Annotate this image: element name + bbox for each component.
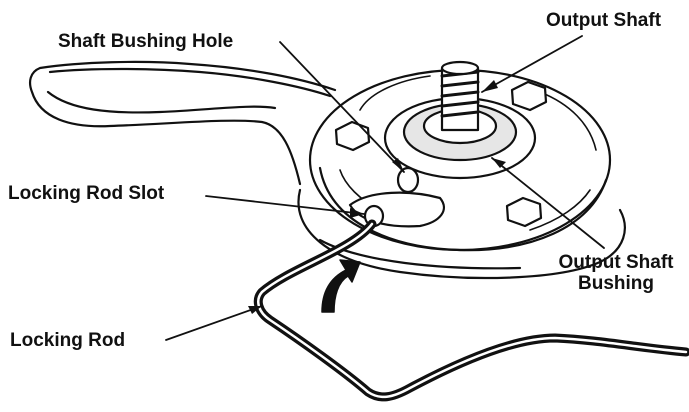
output-shaft (440, 66, 480, 132)
label-locking-rod: Locking Rod (10, 330, 126, 351)
label-output-shaft-bushing-line2: Bushing (578, 273, 654, 294)
leader-lines (165, 35, 605, 341)
housing-ribs (339, 75, 597, 231)
leader-locking-rod-slot (205, 195, 365, 215)
leader-arrowheads (248, 80, 506, 314)
label-output-shaft-bushing: Output Shaft Bushing (543, 252, 689, 294)
leader-output-shaft (481, 35, 583, 93)
drive-arm-rim (48, 67, 332, 98)
leader-locking-rod (165, 305, 263, 341)
bushing-hole (396, 166, 420, 194)
locking-rod-highlight (257, 222, 688, 399)
housing-top-rim (318, 166, 608, 252)
label-output-shaft-bushing-line1: Output Shaft (558, 252, 674, 273)
label-locking-rod-slot: Locking Rod Slot (8, 183, 165, 204)
leader-shaft-bushing-hole (279, 41, 405, 173)
hex-bolts (334, 80, 548, 228)
label-shaft-bushing-hole: Shaft Bushing Hole (58, 31, 234, 52)
leader-output-shaft-bushing (491, 157, 605, 249)
curved-arrow-icon (321, 259, 361, 313)
drive-arm-inner (46, 90, 277, 114)
drive-arm (29, 60, 337, 186)
shaft-tip (440, 60, 480, 76)
label-output-shaft: Output Shaft (546, 10, 662, 31)
